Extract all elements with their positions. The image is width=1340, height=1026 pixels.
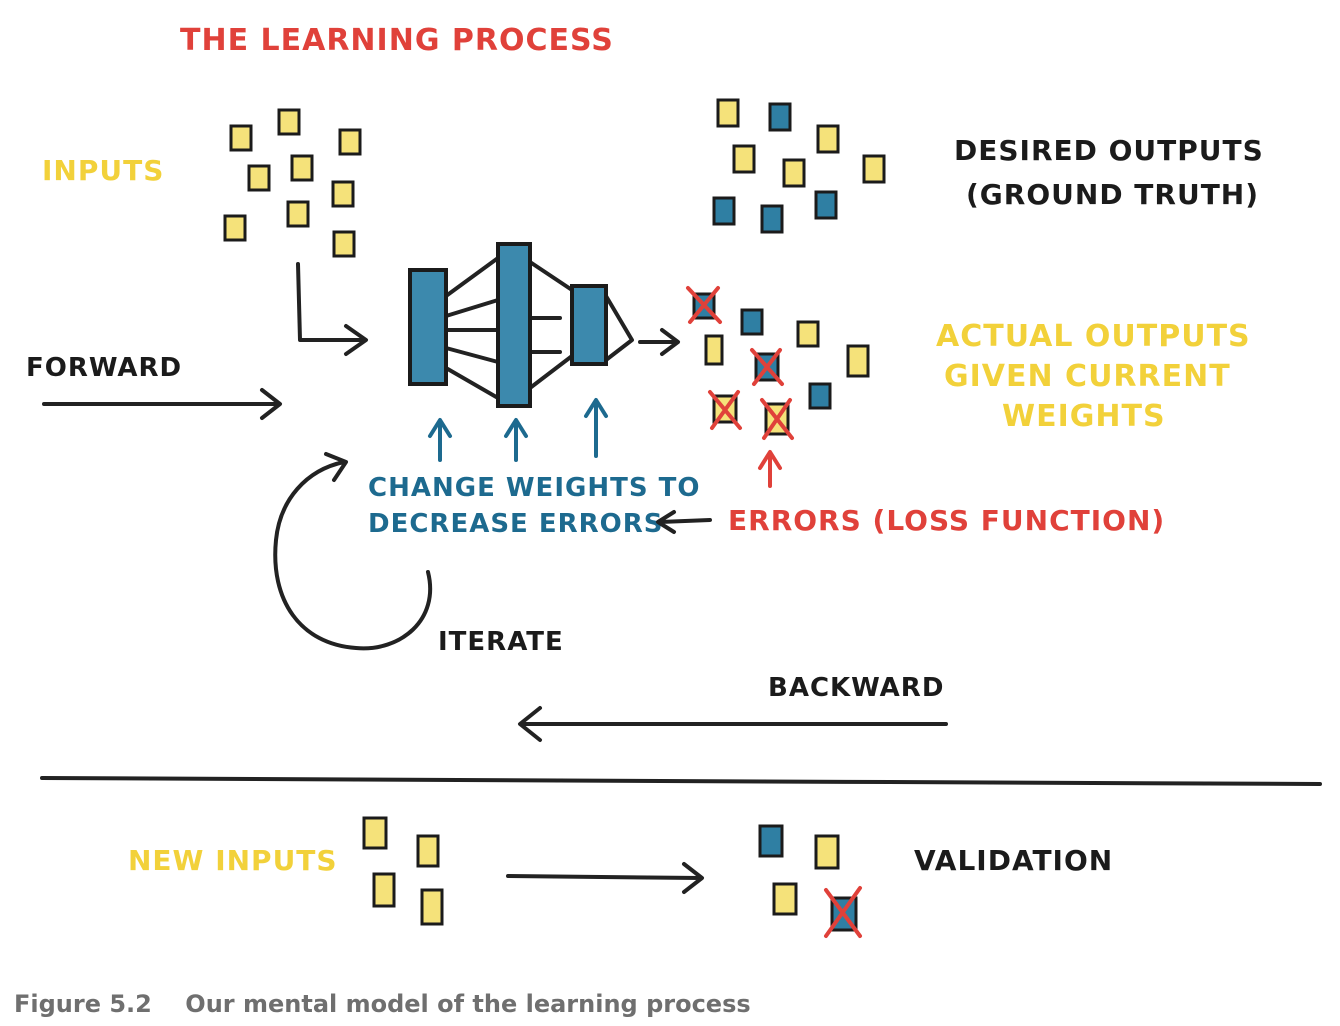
desired-output-sample — [862, 154, 886, 184]
backward-arrow — [518, 706, 948, 742]
update-weights-arrow — [428, 418, 452, 462]
inputs-label: INPUTS — [42, 154, 164, 187]
neural-network — [408, 242, 634, 408]
forward-label: FORWARD — [26, 353, 182, 383]
network-connection — [604, 294, 634, 362]
desired-output-sample — [782, 158, 806, 188]
actual-output-sample — [740, 308, 764, 336]
input-samples — [223, 108, 362, 258]
given-current-label: GIVEN CURRENT — [944, 359, 1231, 394]
forward-arrow — [42, 388, 282, 420]
inputs-to-network-arrow — [296, 262, 368, 356]
figure-caption: Figure 5.2 Our mental model of the learn… — [14, 990, 751, 1018]
input-sample — [286, 200, 310, 228]
new-inputs-arrow — [506, 862, 704, 894]
desired-output-sample — [760, 204, 784, 234]
iterate-loop-arrow — [273, 452, 433, 651]
validation-sample — [772, 882, 798, 916]
ground-truth-label: (GROUND TRUTH) — [966, 178, 1259, 211]
validation-sample — [758, 824, 784, 858]
network-connection — [444, 256, 500, 400]
desired-output-sample — [768, 102, 792, 132]
desired-output-sample — [816, 124, 840, 154]
update-weights-arrow — [584, 398, 608, 458]
new-inputs-label: NEW INPUTS — [128, 844, 338, 877]
validation-label: VALIDATION — [914, 844, 1113, 877]
desired-outputs-samples — [712, 98, 886, 234]
actual-output-sample — [704, 334, 724, 366]
network-connection — [528, 260, 574, 390]
new-input-sample — [420, 888, 444, 926]
iterate-label: ITERATE — [438, 627, 564, 657]
caption-number: Figure 5.2 — [14, 990, 152, 1018]
network-layer-1 — [408, 268, 448, 386]
diagram-title: THE LEARNING PROCESS — [180, 23, 614, 58]
input-sample — [290, 154, 314, 182]
input-sample — [223, 214, 247, 242]
input-sample — [338, 128, 362, 156]
errors-label: ERRORS (LOSS FUNCTION) — [728, 504, 1165, 537]
errors-to-weights-arrow — [656, 510, 712, 534]
desired-output-sample — [716, 98, 740, 128]
error-cross-icon — [824, 886, 862, 938]
error-cross-icon — [750, 348, 784, 386]
input-sample — [332, 230, 356, 258]
input-sample — [331, 180, 355, 208]
input-sample — [229, 124, 253, 152]
update-weights-arrow — [504, 418, 528, 462]
weights-label: WEIGHTS — [1002, 399, 1166, 434]
actual-outputs-samples — [686, 286, 870, 440]
new-input-samples — [362, 816, 444, 926]
error-cross-icon — [686, 286, 722, 324]
validation-sample — [814, 834, 840, 870]
network-layer-3 — [570, 284, 608, 366]
errors-up-arrow — [758, 450, 782, 488]
validation-samples — [758, 824, 862, 938]
decrease-errors-label: DECREASE ERRORS — [368, 509, 664, 539]
network-layer-2 — [496, 242, 532, 408]
network-to-outputs-arrow — [638, 328, 680, 356]
desired-output-sample — [732, 144, 756, 174]
caption-text: Our mental model of the learning process — [185, 990, 751, 1018]
new-input-sample — [372, 872, 396, 908]
actual-output-sample — [796, 320, 820, 348]
input-sample — [277, 108, 301, 136]
new-input-sample — [416, 834, 440, 868]
new-input-sample — [362, 816, 388, 850]
error-cross-icon — [708, 390, 742, 430]
section-divider — [40, 776, 1322, 786]
desired-output-sample — [712, 196, 736, 226]
input-sample — [247, 164, 271, 192]
desired-outputs-label: DESIRED OUTPUTS — [954, 134, 1264, 167]
change-weights-label: CHANGE WEIGHTS TO — [368, 473, 700, 503]
error-cross-icon — [760, 398, 794, 440]
actual-output-sample — [808, 382, 832, 410]
desired-output-sample — [814, 190, 838, 220]
actual-output-sample — [846, 344, 870, 378]
learning-process-diagram: THE LEARNING PROCESS INPUTS DESIRED OUTP… — [26, 23, 1322, 938]
backward-label: BACKWARD — [768, 673, 944, 703]
actual-outputs-label: ACTUAL OUTPUTS — [936, 319, 1251, 354]
